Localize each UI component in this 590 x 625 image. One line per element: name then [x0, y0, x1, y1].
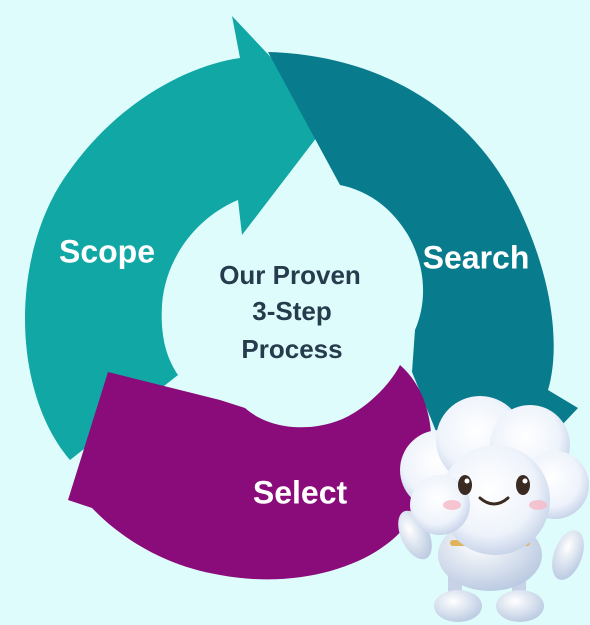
center-title-line-3: Process: [241, 334, 342, 364]
cloud-robot-mascot: [398, 396, 589, 622]
step-label-scope: Scope: [59, 233, 155, 269]
step-label-select: Select: [253, 474, 348, 510]
select-arrow: [68, 365, 432, 580]
center-title-line-1: Our Proven: [219, 260, 361, 290]
step-label-search: Search: [423, 239, 530, 275]
center-title-line-2: 3-Step: [252, 296, 331, 326]
scope-arrow: [25, 16, 330, 460]
